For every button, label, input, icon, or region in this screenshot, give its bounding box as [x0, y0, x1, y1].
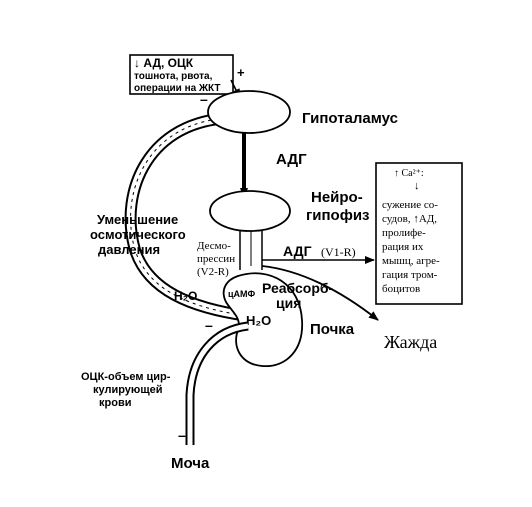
effects-arrow: ↓ [414, 180, 420, 192]
adh-upper-label: АДГ [276, 151, 307, 168]
effects-box: ↑ Ca²⁺: ↓ сужение со- судов, ↑АД, пролиф… [375, 162, 463, 305]
effects-line-6: гация тром- [382, 269, 438, 281]
osmotic-label-2: осмотического [90, 227, 186, 242]
neurohypophysis-shape [209, 190, 291, 232]
kidney-h2o-label: H₂O [246, 313, 271, 328]
desmopressin-label-3: (V2-R) [197, 266, 229, 278]
ureter-band [185, 321, 249, 445]
neurohypophysis-label-2: гипофиз [306, 207, 370, 224]
urine-label: Моча [171, 455, 210, 472]
vessel-h2o-label: H₂O [174, 289, 197, 303]
ock-label-3: крови [99, 397, 131, 409]
neurohypophysis-label-1: Нейро- [311, 189, 363, 206]
effects-line-2: судов, ↑АД, [382, 213, 437, 225]
effects-line-3: пролифе- [382, 227, 426, 239]
effects-line-1: сужение со- [382, 199, 438, 211]
hypothalamus-shape [207, 90, 291, 134]
kidney-shape [222, 272, 303, 367]
minus-sign-left: – [200, 91, 208, 107]
hypothalamus-label: Гипоталамус [302, 110, 398, 127]
reabsorption-label-1: Реабсорб- [262, 280, 334, 296]
ock-label-2: кулирующей [93, 384, 162, 396]
minus-sign-kidney: – [205, 317, 213, 333]
stimulus-box: ↓ АД, ОЦК тошнота, рвота, операции на ЖК… [129, 54, 234, 95]
stimulus-line-1: ↓ АД, ОЦК [134, 56, 194, 70]
feedback-band [124, 112, 249, 322]
stimulus-line-2: тошнота, рвота, [134, 71, 213, 82]
ock-label-1: ОЦК-объем цир- [81, 371, 171, 383]
desmopressin-label-2: прессин [197, 253, 235, 265]
plus-sign: + [237, 65, 245, 80]
reabsorption-label-2: ция [276, 295, 301, 311]
thirst-arrow [261, 265, 379, 321]
minus-sign-bottom: – [178, 427, 186, 443]
camp-label: цАМФ [228, 289, 256, 299]
desmopressin-label-1: Десмо- [197, 240, 231, 252]
osmotic-label-3: давления [98, 242, 160, 257]
thirst-label: Жажда [384, 332, 437, 352]
effects-ca: ↑ Ca²⁺: [394, 168, 424, 179]
effects-line-7: боцитов [382, 283, 420, 295]
adh-right-label: АДГ [283, 243, 312, 259]
stimulus-line-3: операции на ЖКТ [134, 83, 220, 94]
effects-line-5: мышц, агре- [382, 255, 440, 267]
kidney-label: Почка [310, 321, 355, 338]
osmotic-label-1: Уменьшение [97, 212, 178, 227]
v1r-label: (V1-R) [321, 245, 356, 259]
effects-line-4: рация их [382, 241, 424, 253]
